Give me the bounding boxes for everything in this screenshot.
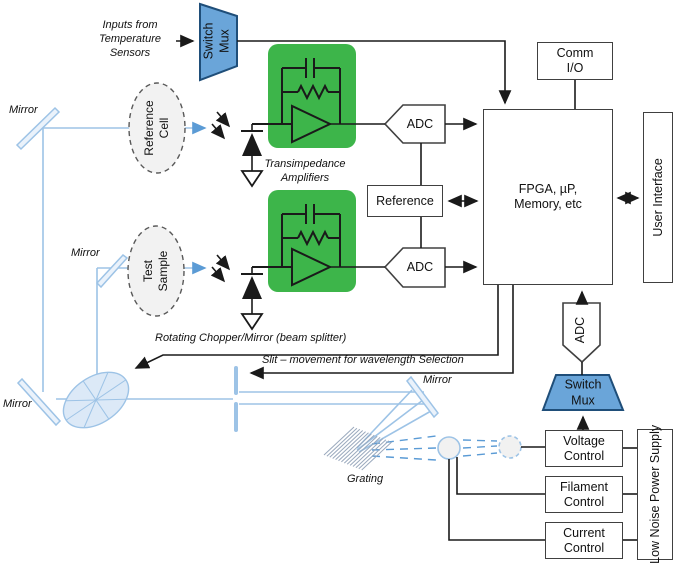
signal-wires [134,34,640,541]
grating-label: Grating [347,473,384,485]
chopper-wheel [62,371,130,429]
photodiode-2 [210,254,264,331]
source-circle-1 [437,436,461,460]
slit-label: Slit – movement for wavelength Selection [262,354,464,366]
dispersed-rays [371,435,498,461]
grating [323,426,393,471]
power-supply-block: Low Noise Power Supply [637,425,673,564]
reference-cell [128,82,186,174]
mirror-bottom-left [16,377,62,427]
test-sample-cell [127,225,185,317]
adc-3-shape [562,302,601,364]
light-arrow [215,111,231,128]
voltage-control-block: Voltage Control [545,430,623,467]
photodiode-1 [210,111,264,188]
light-arrow [215,254,231,271]
reference-cell-label: Reference Cell [142,100,171,156]
mirror-label-4: Mirror [423,374,452,386]
reference-label: Reference [376,193,434,208]
switch-mux-top [199,2,238,82]
user-interface-block: User Interface [643,112,673,283]
fpga-label-2: Memory, etc [514,197,582,211]
fpga-block: FPGA, µP, Memory, etc [483,109,613,285]
switch-mux-bottom [541,374,625,411]
comm-io-label-2: I/O [566,61,584,75]
reference-block: Reference [367,185,443,217]
user-interface-label: User Interface [650,158,665,237]
light-arrow [210,266,226,283]
power-supply-label: Low Noise Power Supply [647,425,662,564]
transimpedance-amplifier-2 [252,190,385,292]
mirror-mid-left [95,253,129,289]
switch-mux-top-label: Switch Mux [201,22,231,60]
mirror-label-3: Mirror [3,398,32,410]
rotating-chopper-label: Rotating Chopper/Mirror (beam splitter) [155,332,347,344]
filament-control-label-1: Filament [560,479,608,494]
voltage-control-label-2: Control [563,448,605,463]
transimpedance-label: Transimpedance Amplifiers [264,158,346,184]
comm-io-block: Comm I/O [537,42,613,80]
test-sample-label: Test Sample [141,250,170,292]
adc-1-label: ADC [406,117,434,132]
mirror-label-1: Mirror [9,104,38,116]
light-arrow [210,123,226,140]
current-control-label-2: Control [563,540,605,555]
transimpedance-amplifier-1 [252,44,385,148]
voltage-control-label-1: Voltage [563,433,605,448]
adc-3-label: ADC [573,316,588,344]
current-control-block: Current Control [545,522,623,559]
filament-control-label-2: Control [563,494,605,509]
switch-mux-bottom-label: Switch Mux [564,377,602,407]
mirror-label-2: Mirror [71,247,100,259]
adc-2-label: ADC [406,260,434,275]
temperature-inputs-label: Inputs from Temperature Sensors [99,19,161,59]
current-control-label-1: Current [563,525,605,540]
fpga-label-1: FPGA, µP, [518,182,578,197]
source-circle-2 [498,435,522,459]
mirror-top-left [15,106,61,151]
comm-io-label-1: Comm [556,46,594,61]
mirror-bottom-right [406,375,439,419]
filament-control-block: Filament Control [545,476,623,513]
